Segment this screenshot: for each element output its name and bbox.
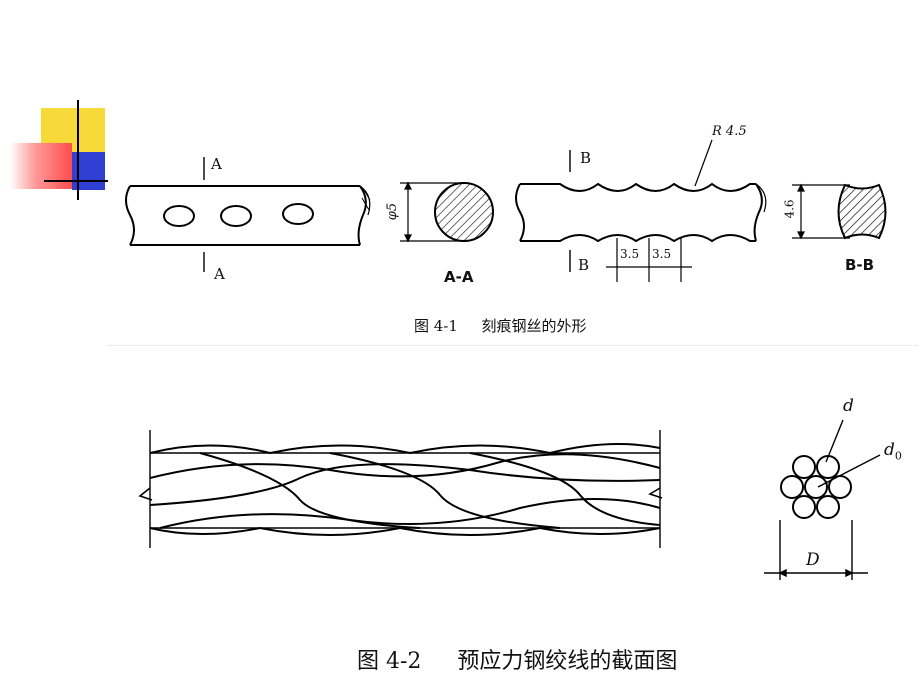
decor-vertical-line (77, 100, 79, 200)
pitch-dimension (606, 238, 692, 282)
wire-diameter-label: d (843, 396, 854, 416)
strand-diameter-label: D (806, 550, 820, 570)
pitch-label-1: 3.5 (620, 247, 640, 261)
outer-wire-6 (780, 475, 804, 499)
height-dimension (792, 183, 850, 240)
cross-section-leaders (764, 419, 881, 580)
section-a-top-label: A (211, 155, 222, 173)
decor-horizontal-line (44, 180, 108, 182)
core-diameter-letter: d (884, 440, 895, 460)
core-diameter-subscript: 0 (894, 449, 902, 463)
pitch-label-2: 3.5 (652, 247, 672, 261)
diameter-dimension (400, 181, 466, 243)
section-a-bottom-label: A (214, 265, 225, 283)
figure1-caption-text: 刻痕钢丝的外形 (481, 317, 587, 335)
outer-wire-5 (792, 495, 816, 519)
diameter-label: φ5 (385, 202, 401, 221)
notch-oval-2 (220, 205, 252, 227)
strand-side-view (138, 430, 663, 548)
height-label: 4.6 (782, 199, 797, 219)
core-wire (804, 475, 828, 499)
section-a-a-circle (434, 182, 494, 242)
figure2-caption-number: 图 4-2 (357, 649, 422, 674)
section-b-top-label: B (580, 149, 592, 167)
radius-leader (694, 139, 713, 187)
notch-oval-1 (163, 205, 195, 227)
outer-wire-2 (816, 455, 840, 479)
radius-label: R 4.5 (712, 124, 747, 139)
figure1-panel (108, 150, 918, 346)
outer-wire-4 (816, 495, 840, 519)
figure1-caption: 图 4-1 刻痕钢丝的外形 (414, 315, 587, 336)
section-b-b-shape (837, 183, 887, 240)
figure2-caption: 图 4-2 预应力钢绞线的截面图 (357, 643, 677, 675)
outer-wire-1 (792, 455, 816, 479)
figure1-caption-number: 图 4-1 (414, 317, 458, 335)
section-b-b-title-text: B-B (845, 256, 875, 274)
notched-wire-b (515, 182, 767, 243)
section-a-a-title: A-A (444, 268, 474, 286)
section-b-bottom-label: B (578, 256, 590, 274)
core-diameter-label: d0 (884, 440, 902, 462)
notched-wire-a (125, 185, 371, 246)
notch-oval-3 (282, 203, 314, 225)
strand-cross-section (780, 455, 852, 519)
figure2-caption-text: 预应力钢绞线的截面图 (457, 649, 678, 674)
